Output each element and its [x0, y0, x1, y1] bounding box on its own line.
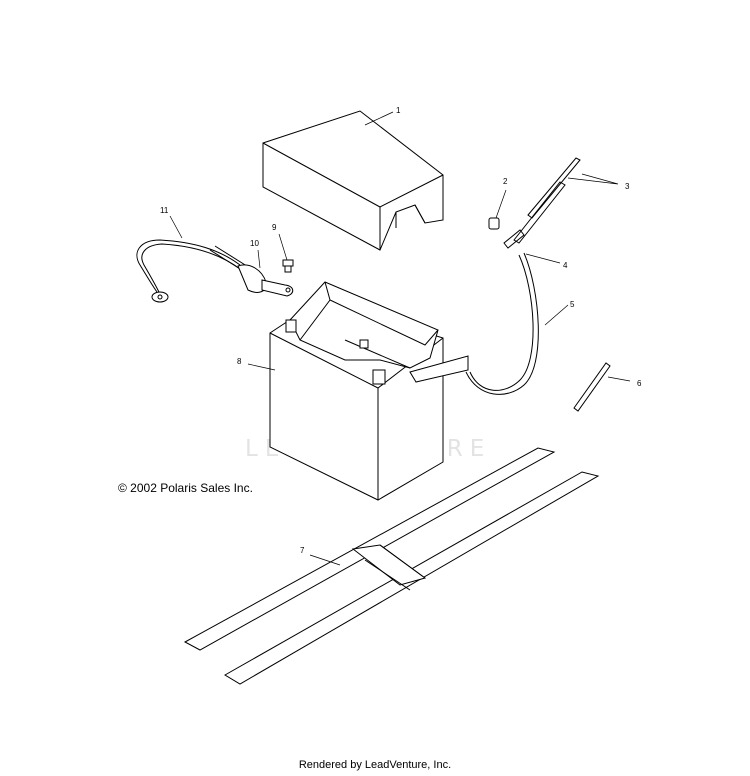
- callout-3: 3: [625, 182, 630, 191]
- part-strap-pin: [573, 362, 611, 412]
- part-hold-down-straps: [183, 447, 600, 685]
- part-cable-ties: [513, 157, 581, 244]
- callout-5: 5: [570, 300, 575, 309]
- part-fitting: [503, 229, 525, 249]
- part-battery-cable: [136, 239, 294, 303]
- part-battery-cover: [262, 110, 444, 251]
- copyright-text: © 2002 Polaris Sales Inc.: [118, 481, 253, 495]
- callout-4: 4: [563, 261, 568, 270]
- callout-8: 8: [237, 357, 242, 366]
- callout-1: 1: [396, 106, 401, 115]
- callout-10: 10: [250, 239, 259, 248]
- callout-2: 2: [503, 177, 508, 186]
- callout-11: 11: [160, 206, 169, 215]
- callout-7: 7: [300, 546, 305, 555]
- callout-9: 9: [272, 223, 277, 232]
- leader-lines: [169, 111, 631, 566]
- part-battery: [269, 281, 469, 501]
- part-vent-cap: [488, 217, 500, 230]
- footer-credit: Rendered by LeadVenture, Inc.: [298, 759, 452, 771]
- callout-6: 6: [637, 379, 642, 388]
- part-vent-tube: [465, 252, 539, 395]
- part-bolt: [282, 259, 294, 273]
